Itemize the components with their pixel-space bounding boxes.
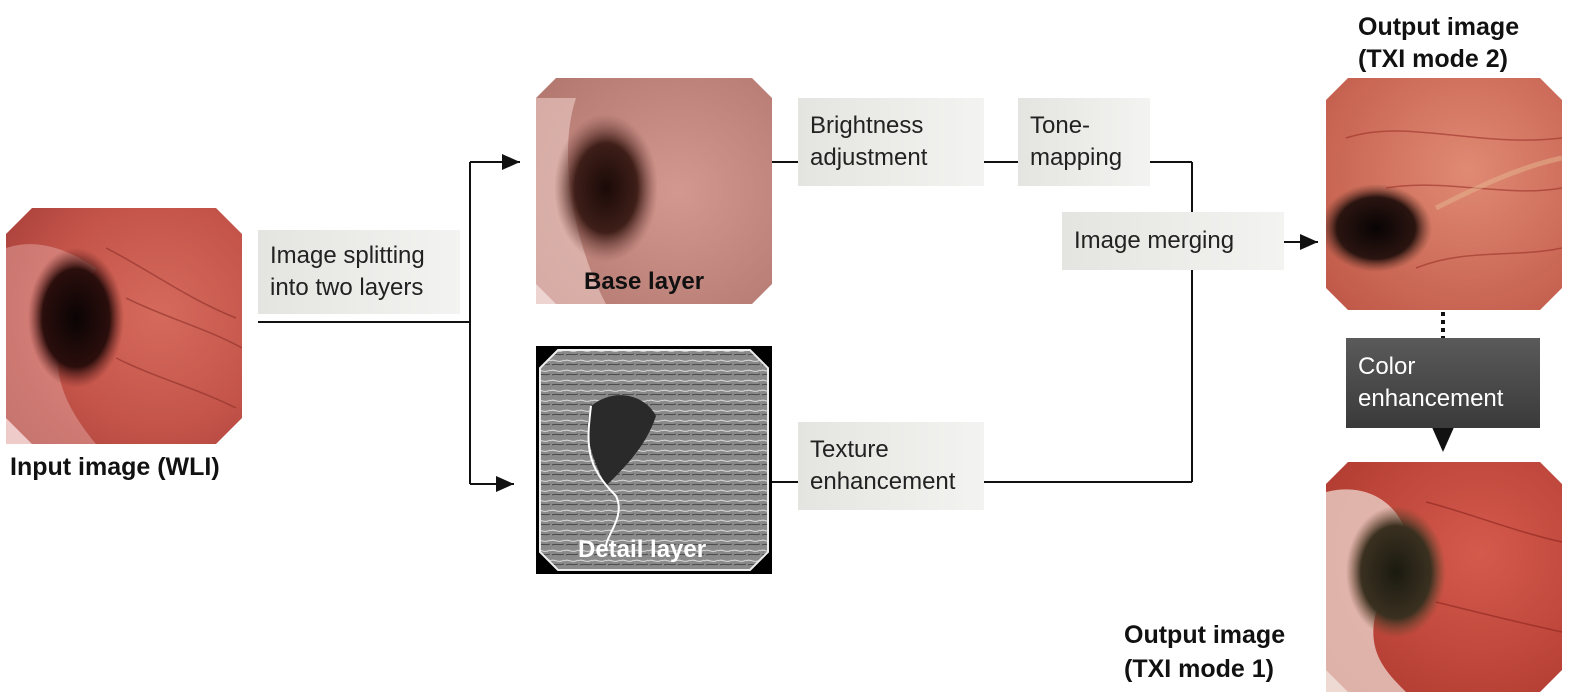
step-tone-mapping-line2: mapping xyxy=(1030,144,1123,171)
output-image-mode2 xyxy=(1326,78,1562,310)
base-layer-label: Base layer xyxy=(584,268,705,295)
step-tone-mapping: Tone- mapping xyxy=(1018,98,1150,186)
step-merging-line1: Image merging xyxy=(1074,227,1235,254)
step-color-enhancement: Color enhancement xyxy=(1346,338,1540,428)
output-image-mode1 xyxy=(1326,462,1562,692)
detail-layer-image: Detail layer xyxy=(536,346,772,574)
step-texture-line1: Texture xyxy=(810,436,889,463)
base-layer-image: Base layer xyxy=(536,78,772,304)
step-splitting: Image splitting into two layers xyxy=(258,230,460,314)
step-texture-line2: enhancement xyxy=(810,468,956,495)
step-brightness: Brightness adjustment xyxy=(798,98,984,186)
step-brightness-line1: Brightness xyxy=(810,112,924,139)
detail-layer-label: Detail layer xyxy=(578,536,707,563)
step-merging: Image merging xyxy=(1062,212,1284,270)
step-color-line2: enhancement xyxy=(1358,385,1504,412)
output1-caption-line2: (TXI mode 1) xyxy=(1124,655,1275,683)
step-splitting-line1: Image splitting xyxy=(270,242,425,269)
step-color-line1: Color xyxy=(1358,353,1416,380)
step-brightness-line2: adjustment xyxy=(810,144,928,171)
input-caption: Input image (WLI) xyxy=(10,453,220,481)
step-texture: Texture enhancement xyxy=(798,422,984,510)
output1-caption-line1: Output image xyxy=(1124,621,1286,649)
step-tone-mapping-line1: Tone- xyxy=(1030,112,1091,139)
input-image xyxy=(6,208,242,444)
output2-caption-line2: (TXI mode 2) xyxy=(1358,45,1509,73)
output2-caption-line1: Output image xyxy=(1358,13,1520,41)
step-splitting-line2: into two layers xyxy=(270,274,424,301)
